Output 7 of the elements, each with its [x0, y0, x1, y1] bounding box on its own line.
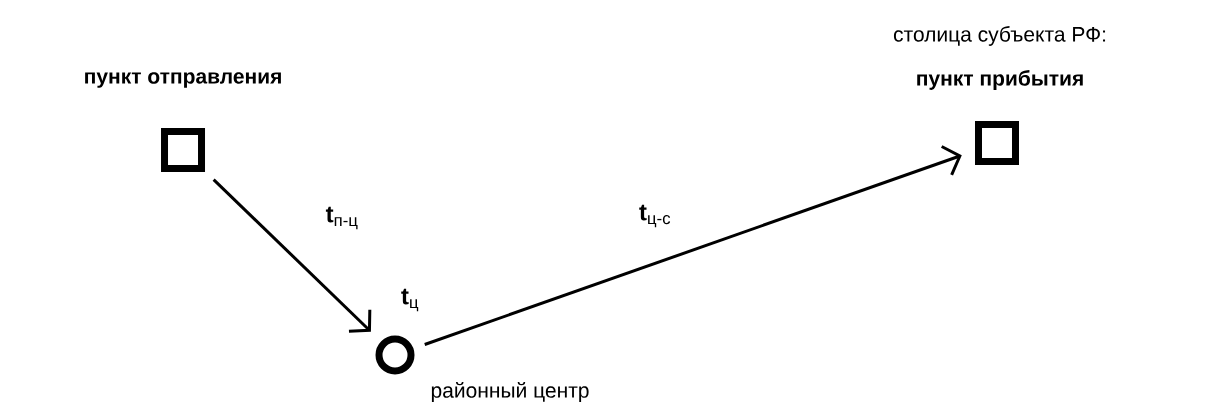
arrow — [212, 178, 372, 333]
arrow — [424, 145, 962, 346]
place-label: пункт прибытия — [917, 70, 1083, 90]
place-label: столица субъекта РФ: — [893, 26, 1106, 46]
place-label: районный центр — [431, 382, 589, 402]
place-label: пункт отправления — [85, 72, 281, 88]
time-label: t$_{ц}$ — [401, 288, 419, 312]
